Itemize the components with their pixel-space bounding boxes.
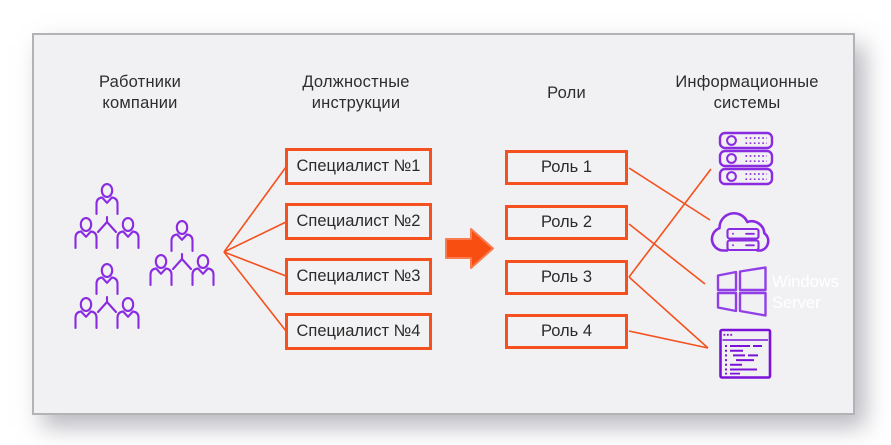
windows-server-label: Windows Server [772,273,839,312]
role-box-1: Роль 1 [505,150,628,185]
role-box-4: Роль 4 [505,314,628,349]
column-header-instructions: Должностные инструкции [302,73,410,112]
column-header-systems: Информационные системы [675,73,819,112]
specialist-box-3: Специалист №3 [285,258,432,295]
role-box-2: Роль 2 [505,205,628,240]
column-header-employees: Работники компании [98,73,182,112]
specialist-box-1: Специалист №1 [285,148,432,185]
specialist-box-4: Специалист №4 [285,313,432,350]
role-box-3: Роль 3 [505,260,628,295]
column-header-roles: Роли [547,84,586,102]
specialist-box-2: Специалист №2 [285,203,432,240]
